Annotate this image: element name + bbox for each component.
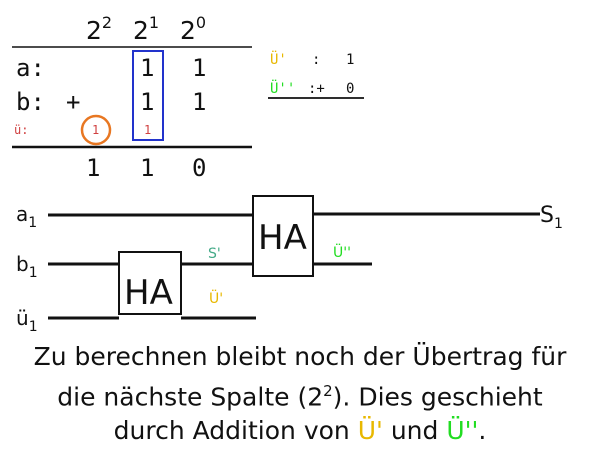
- row-b-bit1: 1: [140, 88, 154, 116]
- caption-line-3-mid: und: [382, 416, 447, 446]
- carry-highlight-circle: [80, 114, 112, 146]
- half-adder-box-2: [252, 195, 314, 277]
- input-a1-label: a1: [16, 202, 37, 231]
- row-b-bit0: 1: [192, 88, 206, 116]
- caption-line-3-end: .: [478, 416, 487, 446]
- input-u1-label: ü1: [16, 306, 38, 335]
- half-adder-1-label: HA: [124, 273, 173, 313]
- circuit-labels: a1 b1 ü1 HA HA S' Ü' Ü'' S1: [16, 202, 563, 335]
- header-2-2: 22: [86, 13, 112, 45]
- result-bit0: 0: [192, 154, 206, 182]
- half-adder-2-label: HA: [258, 218, 307, 258]
- half-adder-circuit: [48, 195, 540, 320]
- caption-line-2-post: ). Dies geschieht: [332, 382, 543, 412]
- row-b-label: b:: [16, 88, 45, 116]
- header-2-0: 20: [180, 13, 206, 45]
- row-a-bit0: 1: [192, 54, 206, 82]
- u-prime-label: Ü': [270, 50, 287, 68]
- row-a-bit1: 1: [140, 54, 154, 82]
- caption-u-prime: Ü': [357, 416, 383, 446]
- caption-line-2-pre: die nächste Spalte (2: [57, 382, 324, 412]
- diagram-canvas: 22 21 20 a: 1 1 b: + 1 1 ü: 1 1 1 1 0 Ü'…: [12, 13, 563, 335]
- carry-bit2: 1: [92, 123, 99, 137]
- u-prime-sep: :: [312, 52, 320, 68]
- result-bit1: 1: [140, 154, 154, 182]
- row-a-label: a:: [16, 54, 45, 82]
- caption-line-3-pre: durch Addition von: [113, 416, 358, 446]
- caption-line-2: die nächste Spalte (22). Dies geschieht: [0, 374, 600, 414]
- carry-sum-note: Ü' : 1 Ü'' :+ 0: [268, 50, 364, 99]
- caption: Zu berechnen bleibt noch der Übertrag fü…: [0, 340, 600, 448]
- u-dprime-circuit-label: Ü'': [333, 243, 351, 261]
- caption-u-dprime: Ü'': [446, 416, 479, 446]
- caption-line-1: Zu berechnen bleibt noch der Übertrag fü…: [33, 342, 567, 371]
- row-carry-label: ü:: [14, 123, 28, 137]
- input-b1-label: b1: [16, 252, 38, 281]
- carry-bit1: 1: [144, 123, 151, 137]
- u-dprime-sep: :+: [308, 81, 325, 97]
- caption-line-2-exponent: 2: [323, 382, 333, 400]
- caption-line-3: durch Addition von Ü' und Ü''.: [0, 414, 600, 448]
- header-2-1: 21: [133, 13, 159, 45]
- output-s1-label: S1: [540, 203, 563, 232]
- result-bit2: 1: [86, 154, 100, 182]
- row-b-plus: +: [66, 88, 80, 116]
- column-highlight-box: [132, 50, 164, 141]
- u-prime-circuit-label: Ü': [209, 289, 223, 307]
- half-adder-box-1: [118, 251, 182, 315]
- s-prime-label: S': [208, 246, 221, 262]
- u-dprime-value: 0: [346, 81, 354, 97]
- u-dprime-label: Ü'': [270, 79, 295, 97]
- u-prime-value: 1: [346, 52, 354, 68]
- binary-addition-table: 22 21 20 a: 1 1 b: + 1 1 ü: 1 1 1 1 0: [12, 13, 252, 182]
